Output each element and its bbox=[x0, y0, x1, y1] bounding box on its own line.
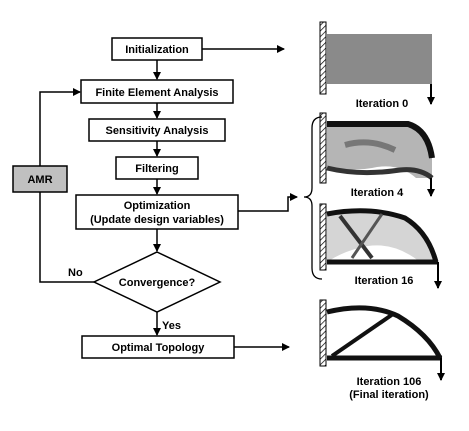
flow-arrows bbox=[39, 45, 298, 351]
fixed-support-106 bbox=[319, 299, 327, 367]
iteration-16-label: Iteration 16 bbox=[355, 275, 414, 287]
optimization-box: Optimization (Update design variables) bbox=[75, 194, 239, 230]
filtering-label: Filtering bbox=[135, 163, 178, 175]
iteration-0-label: Iteration 0 bbox=[356, 98, 409, 110]
iteration-4-top-chord bbox=[327, 121, 435, 159]
iteration-16-fill bbox=[327, 210, 436, 262]
initial-design-domain bbox=[327, 34, 432, 84]
sensitivity-label: Sensitivity Analysis bbox=[106, 125, 209, 137]
iteration-106-top-member bbox=[326, 305, 443, 360]
iterations-brace bbox=[303, 116, 323, 280]
amr-label: AMR bbox=[27, 174, 52, 186]
fea-label: Finite Element Analysis bbox=[95, 87, 218, 99]
arrow-optimization-to-iterations bbox=[238, 193, 298, 212]
iteration-106-sublabel: (Final iteration) bbox=[349, 389, 429, 401]
iteration-4-label: Iteration 4 bbox=[351, 187, 404, 199]
iteration-16-top-member bbox=[326, 208, 439, 263]
yes-label: Yes bbox=[162, 320, 181, 332]
iteration-16-diagonal-a bbox=[338, 214, 374, 260]
convergence-diamond: Convergence? bbox=[92, 251, 222, 313]
iteration-106-panel: Iteration 106 (Final iteration) bbox=[319, 299, 445, 401]
optimal-topology-label: Optimal Topology bbox=[112, 342, 206, 354]
sensitivity-box: Sensitivity Analysis bbox=[88, 118, 226, 142]
iteration-4-structure bbox=[327, 124, 432, 178]
fixed-support-0 bbox=[319, 21, 327, 95]
iteration-106-label: Iteration 106 bbox=[357, 376, 422, 388]
optimization-label-line2: (Update design variables) bbox=[90, 214, 224, 226]
fea-box: Finite Element Analysis bbox=[80, 79, 234, 104]
iteration-106-diagonal bbox=[330, 312, 395, 358]
iteration-4-inner-band bbox=[344, 139, 397, 153]
no-loop-line bbox=[39, 192, 94, 283]
optimal-topology-box: Optimal Topology bbox=[81, 335, 235, 359]
convergence-label: Convergence? bbox=[119, 277, 196, 289]
amr-to-fea-arrow bbox=[39, 88, 81, 166]
optimization-label-line1: Optimization bbox=[124, 200, 191, 212]
filtering-box: Filtering bbox=[115, 156, 199, 180]
fixed-support-4 bbox=[319, 112, 327, 184]
initialization-box: Initialization bbox=[111, 37, 203, 61]
iteration-0-panel: Iteration 0 bbox=[319, 21, 435, 110]
no-label: No bbox=[68, 267, 83, 279]
initialization-label: Initialization bbox=[125, 44, 189, 56]
iteration-16-diagonal-b bbox=[350, 213, 384, 259]
fixed-support-16 bbox=[319, 203, 327, 271]
iteration-16-panel: Iteration 16 bbox=[319, 203, 442, 289]
iteration-4-bottom-chord bbox=[326, 165, 434, 180]
amr-box: AMR bbox=[12, 165, 68, 193]
iteration-4-panel: Iteration 4 bbox=[319, 112, 435, 199]
